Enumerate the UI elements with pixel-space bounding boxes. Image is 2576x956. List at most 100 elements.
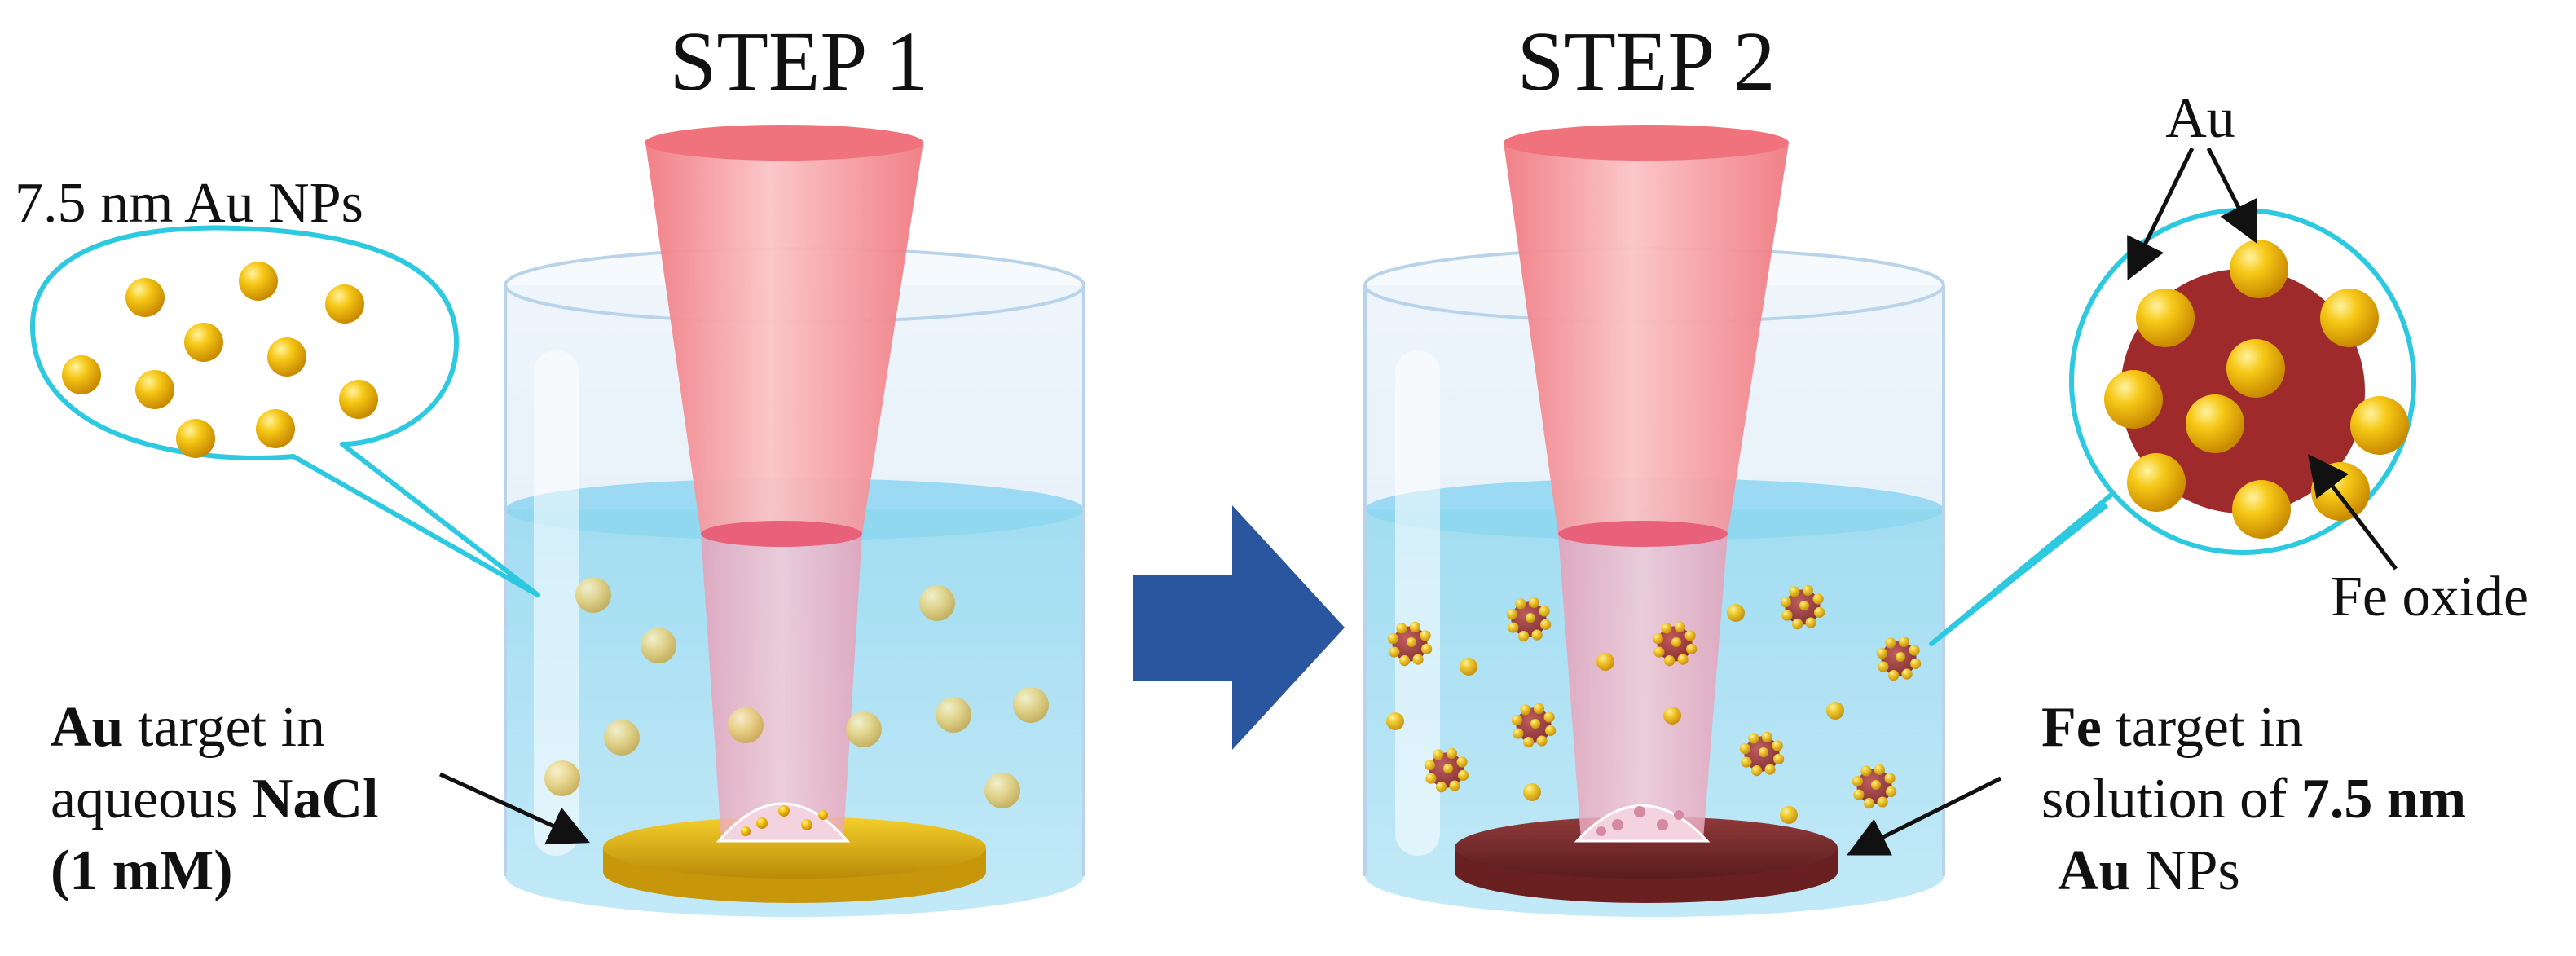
step2-target-pointer-arrow — [1847, 776, 2002, 856]
hybrid-au-decoration — [1853, 789, 1865, 800]
hybrid-au-decoration — [1508, 622, 1519, 633]
label-target-in: target in — [123, 696, 325, 759]
hybrid-au-decoration — [1741, 756, 1752, 768]
label-au-bold-2: Au — [2058, 839, 2130, 902]
inset-au-label: Au — [2165, 87, 2235, 150]
label-size: 7.5 nm — [2301, 768, 2466, 830]
hybrid-au-decoration — [1876, 648, 1887, 659]
hybrid-au-decoration — [1531, 629, 1543, 641]
hybrid-nanoparticle — [1652, 621, 1698, 667]
hybrid-au-decoration — [1888, 670, 1900, 681]
hybrid-au-decoration — [1792, 619, 1803, 630]
label-fe-bold: Fe — [2041, 696, 2102, 759]
step2-fe-target — [1455, 817, 1838, 903]
hybrid-au-decoration — [1772, 740, 1783, 751]
hybrid-au-decoration — [1799, 601, 1809, 610]
hybrid-au-decoration — [1530, 719, 1540, 729]
bubble-au-nanoparticles — [62, 262, 378, 458]
inset-fe-oxide-label: Fe oxide — [2331, 566, 2529, 628]
hybrid-nanoparticle — [1876, 636, 1922, 681]
hybrid-nanoparticle — [1424, 747, 1469, 793]
hybrid-au-decoration — [1399, 655, 1411, 667]
hybrid-au-decoration — [1780, 597, 1791, 608]
step2-target-label: Fe target in solution of 7.5 nm Au NPs — [2041, 696, 2481, 902]
hybrid-nanoparticle — [1506, 597, 1552, 642]
fe-oxide-pointer-arrow — [2307, 454, 2398, 571]
step2-laser-beam — [1504, 125, 1789, 843]
hybrid-au-decoration — [1759, 747, 1768, 757]
hybrid-au-decoration — [1871, 780, 1881, 790]
step1-target-pointer-arrow — [438, 772, 591, 845]
hybrid-au-decoration — [1802, 584, 1813, 596]
hybrid-au-decoration — [1878, 661, 1889, 672]
hybrid-au-decoration — [1764, 764, 1776, 775]
hybrid-au-decoration — [1540, 619, 1552, 630]
hybrid-nanoparticle — [1739, 731, 1785, 777]
hybrid-au-decoration — [1751, 765, 1763, 777]
hybrid-nanoparticle — [1780, 584, 1825, 630]
step1-title: STEP 1 — [670, 15, 928, 108]
hybrid-au-decoration — [1805, 617, 1816, 628]
hybrid-au-decoration — [1446, 747, 1457, 759]
hybrid-au-decoration — [1812, 593, 1824, 605]
hybrid-au-decoration — [1671, 637, 1681, 647]
bubble-label: 7.5 nm Au NPs — [15, 172, 363, 235]
label-nacl: NaCl — [252, 768, 379, 830]
hybrid-au-decoration — [1515, 598, 1526, 610]
hybrid-au-decoration — [1661, 623, 1672, 634]
hybrid-au-decoration — [1456, 756, 1468, 768]
hybrid-au-decoration — [1898, 636, 1909, 647]
hybrid-au-decoration — [1407, 637, 1416, 647]
step1-au-target — [603, 817, 986, 903]
hybrid-au-decoration — [1539, 606, 1550, 617]
hybrid-au-decoration — [1781, 610, 1793, 621]
hybrid-au-decoration — [1773, 753, 1785, 764]
hybrid-au-decoration — [1533, 703, 1544, 714]
hybrid-au-decoration — [1686, 643, 1698, 654]
hybrid-au-decoration — [1412, 654, 1424, 665]
hybrid-au-decoration — [1520, 704, 1531, 716]
label-target-in-2: target in — [2102, 696, 2304, 759]
hybrid-nanoparticle — [1852, 764, 1897, 809]
hybrid-au-decoration — [1652, 633, 1663, 645]
hybrid-au-decoration — [1909, 645, 1920, 656]
inset-au-nanoparticles — [2104, 240, 2409, 539]
hybrid-au-decoration — [1852, 776, 1863, 787]
label-aqueous: aqueous — [51, 768, 252, 830]
hybrid-au-decoration — [1684, 630, 1696, 641]
hybrid-au-decoration — [1436, 782, 1447, 793]
hybrid-au-decoration — [1653, 646, 1665, 658]
step1-target-label: Au target in aqueous NaCl (1 mM) — [51, 696, 393, 902]
hybrid-au-decoration — [1885, 637, 1896, 649]
hybrid-au-decoration — [1545, 725, 1557, 736]
step1-laser-beam — [645, 125, 923, 843]
hybrid-au-decoration — [1528, 597, 1539, 608]
hybrid-nanoparticle — [1387, 621, 1433, 667]
hybrid-au-decoration — [1910, 658, 1922, 669]
hybrid-au-decoration — [1387, 633, 1398, 645]
hybrid-nanoparticle — [1511, 703, 1557, 748]
hybrid-au-decoration — [1677, 654, 1689, 665]
hybrid-au-decoration — [1449, 780, 1460, 791]
hybrid-au-decoration — [1814, 606, 1825, 618]
hybrid-au-decoration — [1901, 668, 1913, 680]
step-transition-arrow — [1133, 505, 1345, 750]
hybrid-au-decoration — [1877, 796, 1888, 808]
hybrid-au-decoration — [1421, 643, 1433, 654]
hybrid-au-decoration — [1443, 764, 1453, 773]
hybrid-au-decoration — [1424, 760, 1435, 771]
hybrid-au-decoration — [1511, 715, 1522, 726]
label-au-bold: Au — [51, 696, 123, 759]
plasma-particles-step2 — [1596, 806, 1684, 836]
hybrid-np-callout-bubble — [1929, 208, 2416, 646]
label-nps: NPs — [2130, 839, 2239, 902]
hybrid-au-decoration — [1789, 586, 1800, 597]
hybrid-au-decoration — [1748, 733, 1759, 744]
hybrid-au-decoration — [1420, 630, 1431, 641]
au-pointer-arrow-2 — [2206, 147, 2257, 244]
hybrid-au-decoration — [1543, 711, 1555, 723]
hybrid-au-decoration — [1896, 652, 1905, 662]
hybrid-au-decoration — [1396, 623, 1407, 634]
plasma-particles-step1 — [741, 805, 828, 836]
hybrid-au-decoration — [1389, 646, 1400, 658]
